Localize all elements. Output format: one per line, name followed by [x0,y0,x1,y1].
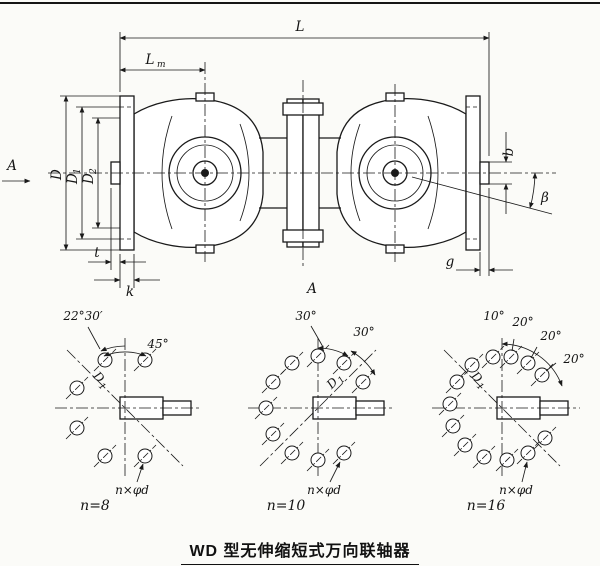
dim-label-D: D [49,169,65,181]
hole-count-label: n=16 [467,498,506,514]
left-flange-bolt-lines [120,106,134,240]
dim-label-D2: D 2 [81,168,99,185]
hole-count-label: n=8 [80,498,110,514]
dim-label-beta: β [540,190,549,206]
section-view-label: A [305,281,317,297]
svg-text:2: 2 [89,168,99,175]
angle-label: 20° [539,329,561,343]
svg-text:D: D [81,173,97,185]
bolt-view-n10: 30° 30° D 1 n×φd n=10 [248,309,395,514]
dim-label-t: t [94,245,100,261]
svg-text:m: m [157,60,166,70]
page-top-rule [0,2,600,4]
hole-count-label: n=10 [267,498,306,514]
svg-text:1: 1 [73,168,83,174]
figure-caption: WD 型无伸缩短式万向联轴器 [0,537,600,565]
holes-callout: n×φd [499,483,533,497]
section-arrow-label: A [5,158,17,174]
holes-callout: n×φd [115,483,149,497]
dim-label-k: k [126,284,134,300]
figure-caption-text: WD 型无伸缩短式万向联轴器 [181,537,419,565]
angle-label: 22°30′ [62,309,103,323]
angle-label: 20° [562,352,584,366]
bolt-circle-label: D 1 [90,368,108,392]
dim-label-L: L [295,19,305,35]
svg-text:b: b [501,148,517,157]
angle-label: 20° [511,315,533,329]
svg-text:L: L [145,52,155,68]
bolt-view-n16: 10° 20° 20° 20° D 1 n×φd n=16 [432,309,585,514]
bolt-view-n8: 22°30′ 45° D 1 n×φd n=8 [55,309,200,514]
svg-text:D: D [49,169,65,181]
svg-text:D: D [65,173,81,185]
angle-label: 45° [146,337,168,351]
dim-label-g: g [446,254,455,270]
left-journal-center [201,169,209,177]
dim-label-D1: D 1 [65,168,83,185]
dim-label-b: b [501,148,517,157]
holes-callout: n×φd [307,483,341,497]
svg-text:1: 1 [336,375,347,386]
angle-label: 30° [353,325,374,339]
right-yoke-connector [319,137,341,209]
right-journal-center [391,169,399,177]
dimension-lines [2,32,553,288]
svg-text:1: 1 [96,381,107,392]
left-yoke-connector [259,137,287,209]
svg-text:1: 1 [474,381,485,392]
angle-label: 10° [483,309,504,323]
angle-label: 30° [295,309,316,323]
right-flange-bolt-lines [466,106,480,240]
dim-label-Lm: L m [145,52,166,70]
